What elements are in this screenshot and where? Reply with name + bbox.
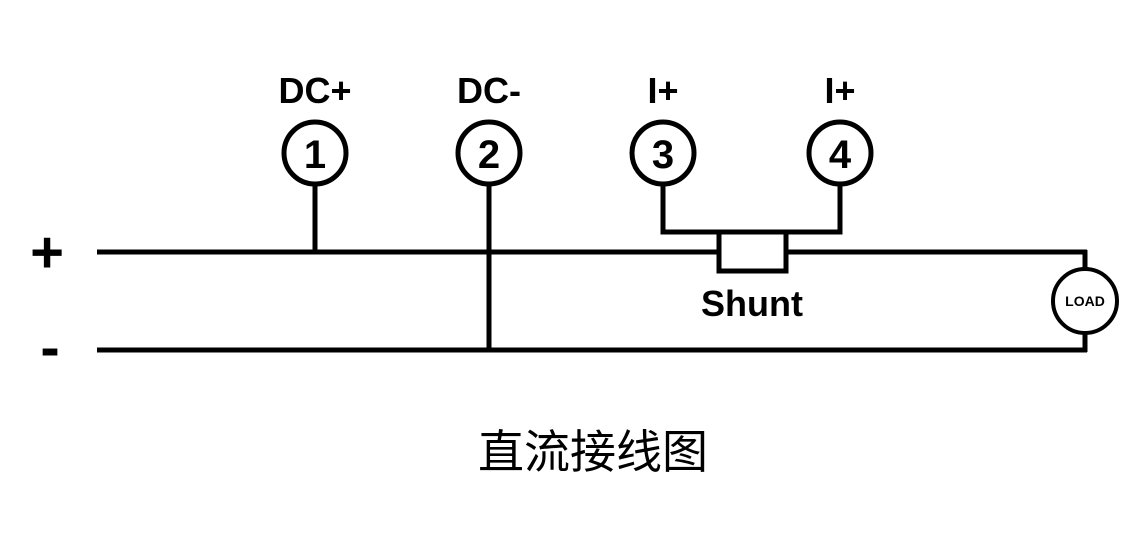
- load-label: LOAD: [1065, 293, 1105, 309]
- terminal-4-label: I+: [824, 70, 855, 111]
- terminal-4-circle: [806, 119, 874, 187]
- shunt-resistor: [716, 229, 789, 274]
- terminal-2-circle: [455, 119, 523, 187]
- load-circle: [1051, 267, 1119, 335]
- shunt-sense-wires: [660, 185, 843, 235]
- positive-rail-symbol: +: [30, 220, 64, 285]
- terminal-3-number: 3: [652, 133, 674, 177]
- terminal-4-number: 4: [829, 133, 852, 177]
- terminal-2-label: DC-: [457, 70, 521, 111]
- shunt-label: Shunt: [701, 283, 803, 324]
- terminal-1-number: 1: [304, 133, 326, 177]
- terminal-3-label: I+: [647, 70, 678, 111]
- terminal-2-number: 2: [478, 133, 500, 177]
- terminal-1-circle: [281, 119, 349, 187]
- terminal-1-label: DC+: [278, 70, 351, 111]
- negative-rail-symbol: -: [40, 315, 59, 380]
- diagram-caption: 直流接线图: [478, 425, 708, 479]
- terminal-3-circle: [629, 119, 697, 187]
